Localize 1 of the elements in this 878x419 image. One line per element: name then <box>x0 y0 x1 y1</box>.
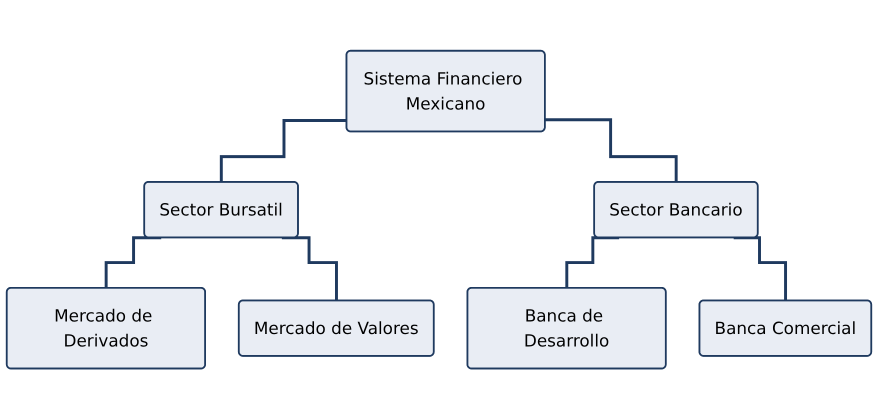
connector <box>220 118 347 184</box>
